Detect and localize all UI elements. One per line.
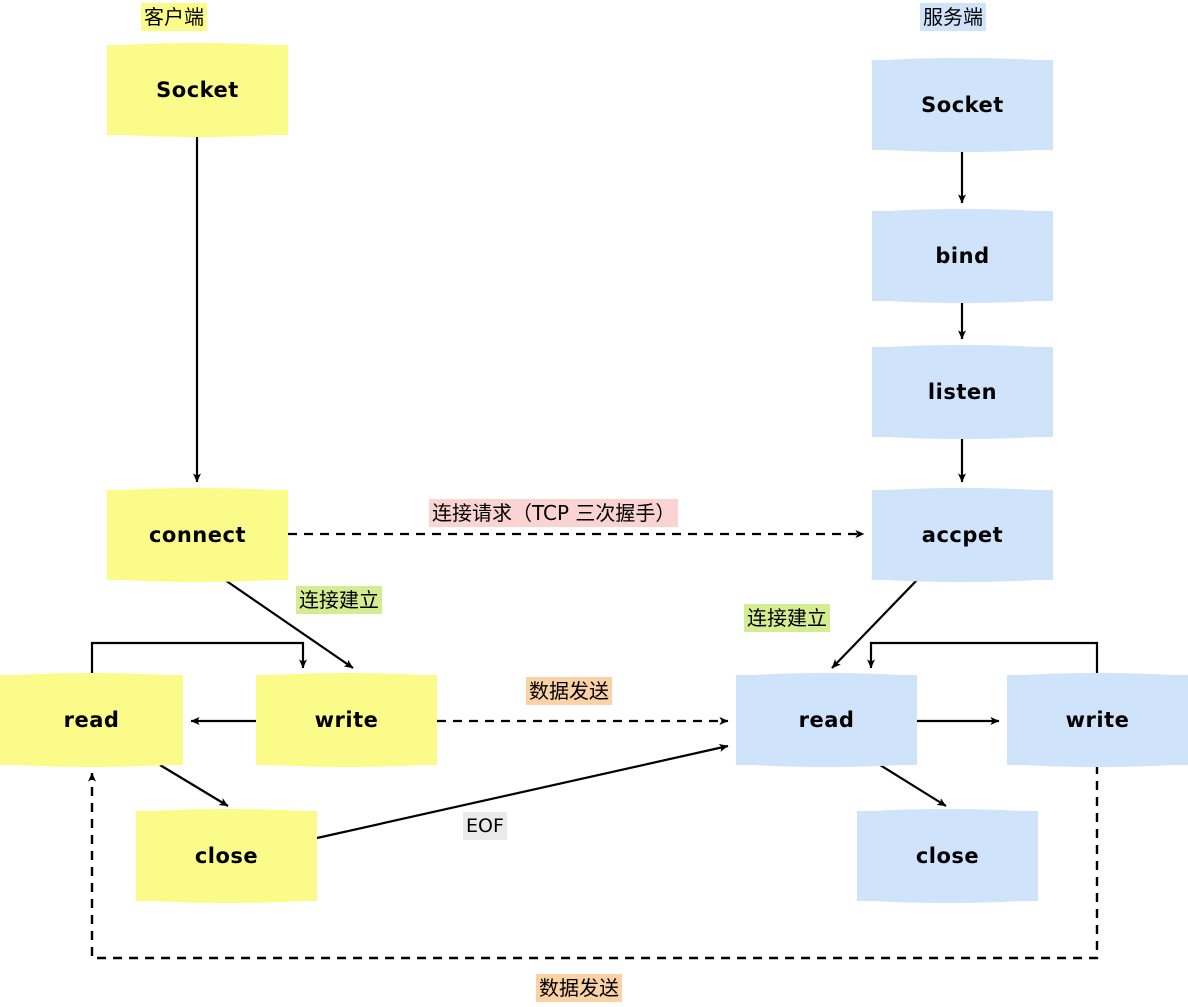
node-server-read[interactable]: read xyxy=(735,673,918,767)
node-server-socket[interactable]: Socket xyxy=(871,58,1054,152)
edge-label-data-send-top: 数据发送 xyxy=(526,677,612,705)
node-client-socket-label: Socket xyxy=(156,78,239,102)
node-client-write[interactable]: write xyxy=(255,673,438,767)
node-client-read-label: read xyxy=(63,708,120,732)
edge-label-eof: EOF xyxy=(463,812,507,840)
server-column-title: 服务端 xyxy=(920,3,986,31)
node-client-socket[interactable]: Socket xyxy=(106,43,289,137)
node-server-socket-label: Socket xyxy=(921,93,1004,117)
node-server-accept-label: accpet xyxy=(921,523,1004,547)
edge-accept-to-server-read xyxy=(831,579,918,669)
edge-server-read-to-close xyxy=(879,764,947,807)
node-server-write-label: write xyxy=(1065,708,1130,732)
node-server-listen-label: listen xyxy=(927,380,998,404)
client-column-title: 客户端 xyxy=(141,3,207,31)
node-server-listen[interactable]: listen xyxy=(871,345,1054,439)
node-server-accept[interactable]: accpet xyxy=(871,488,1054,582)
node-server-write[interactable]: write xyxy=(1006,673,1188,767)
edge-client-read-to-write-loop xyxy=(90,641,307,675)
node-server-bind[interactable]: bind xyxy=(871,209,1054,303)
node-client-read[interactable]: read xyxy=(0,673,184,767)
edge-label-connection-established-server: 连接建立 xyxy=(744,604,830,632)
edge-label-connection-established-client: 连接建立 xyxy=(296,586,382,614)
node-client-write-label: write xyxy=(314,708,379,732)
node-client-close[interactable]: close xyxy=(135,809,318,903)
edge-label-data-send-bottom: 数据发送 xyxy=(536,974,622,1002)
node-client-close-label: close xyxy=(194,844,259,868)
node-server-close[interactable]: close xyxy=(856,809,1039,903)
edge-server-write-to-read-loop xyxy=(867,641,1099,675)
node-server-read-label: read xyxy=(798,708,855,732)
node-client-connect-label: connect xyxy=(148,523,246,547)
node-client-connect[interactable]: connect xyxy=(106,488,289,582)
edge-client-read-to-close xyxy=(159,764,229,807)
node-server-bind-label: bind xyxy=(935,244,990,268)
node-server-close-label: close xyxy=(915,844,980,868)
edge-label-connection-request: 连接请求（TCP 三次握手） xyxy=(429,499,679,527)
